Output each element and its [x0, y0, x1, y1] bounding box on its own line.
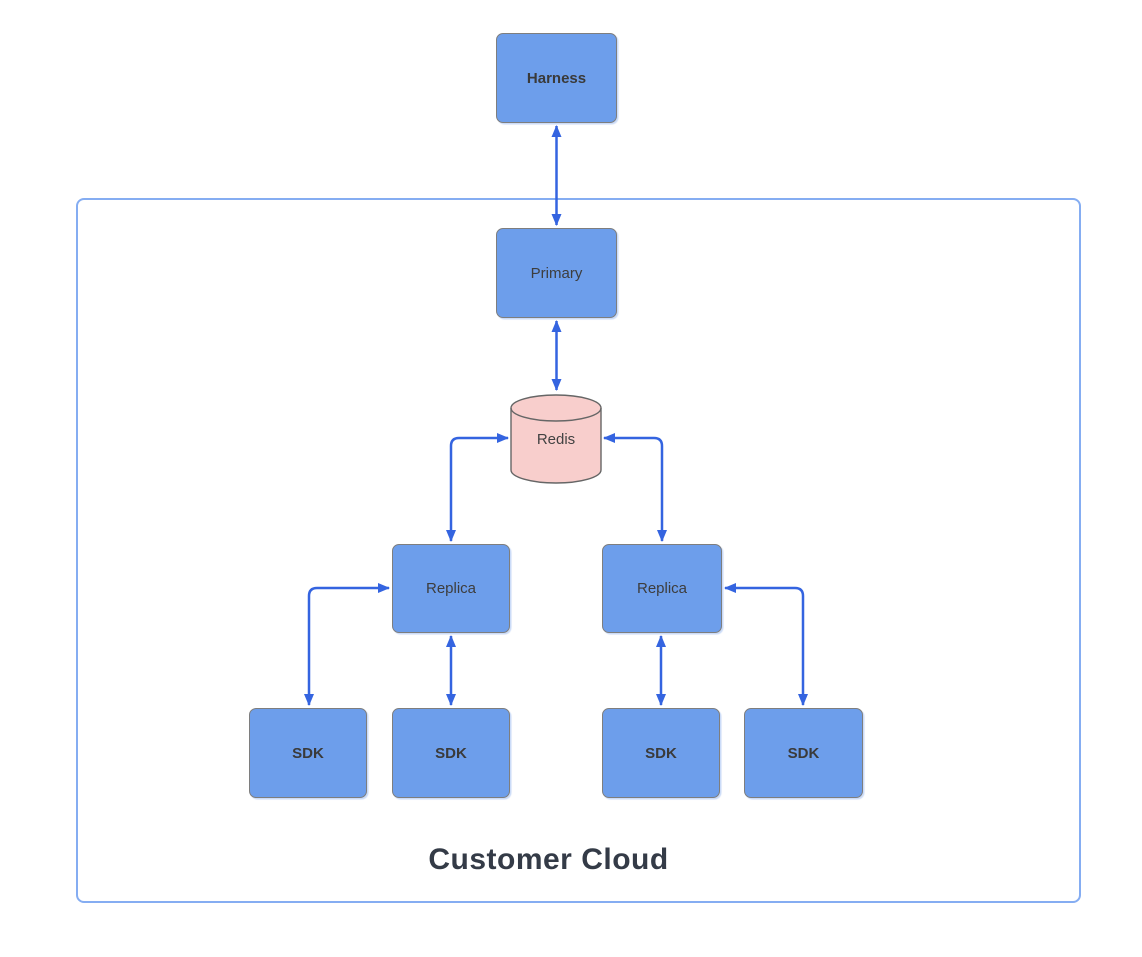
node-sdk-3: SDK: [602, 708, 720, 798]
node-primary: Primary: [496, 228, 617, 318]
redis-cylinder-icon: [510, 394, 602, 484]
node-sdk-1: SDK: [249, 708, 367, 798]
node-replica-left: Replica: [392, 544, 510, 633]
node-harness-label: Harness: [526, 69, 587, 87]
node-sdk-2-label: SDK: [435, 744, 467, 762]
node-sdk-3-label: SDK: [645, 744, 677, 762]
node-replica-left-label: Replica: [425, 580, 477, 597]
node-sdk-1-label: SDK: [292, 744, 324, 762]
node-sdk-2: SDK: [392, 708, 510, 798]
node-redis: Redis: [510, 393, 602, 485]
node-replica-right: Replica: [602, 544, 722, 633]
node-primary-label: Primary: [530, 264, 583, 282]
node-harness: Harness: [496, 33, 617, 123]
node-replica-right-label: Replica: [636, 580, 688, 597]
node-sdk-4: SDK: [744, 708, 863, 798]
node-sdk-4-label: SDK: [787, 744, 820, 762]
customer-cloud-title: Customer Cloud: [428, 843, 669, 876]
node-redis-label: Redis: [536, 431, 576, 448]
customer-cloud-boundary: [76, 198, 1081, 903]
